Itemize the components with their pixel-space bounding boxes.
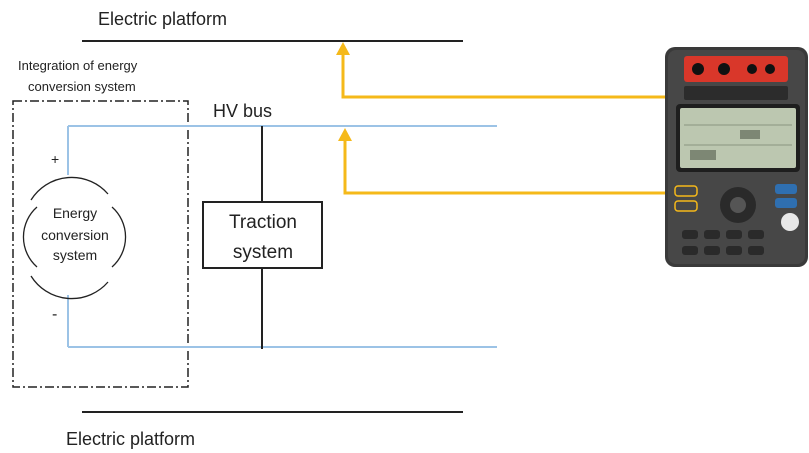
bottom-platform-label: Electric platform <box>66 429 195 449</box>
integration-label-line2: conversion system <box>28 79 136 94</box>
energy-conversion-symbol <box>22 176 127 300</box>
plus-sign: + <box>51 151 59 167</box>
integration-label-line1: Integration of energy <box>18 58 138 73</box>
minus-sign: - <box>52 306 57 323</box>
top-platform-label: Electric platform <box>98 9 227 29</box>
insulation-tester-icon <box>665 47 808 267</box>
arrow-head-platform <box>336 42 350 55</box>
energy-label-line3: system <box>53 247 97 263</box>
traction-label-line1: Traction <box>229 212 297 233</box>
hv-bus-label: HV bus <box>213 101 272 121</box>
arrow-head-hv-bus <box>338 128 352 141</box>
energy-label-line2: conversion <box>41 227 109 243</box>
probe-lead-platform <box>341 46 710 99</box>
traction-label-line2: system <box>233 242 293 263</box>
traction-system-box <box>202 201 323 269</box>
energy-label-line1: Energy <box>53 205 97 221</box>
integration-dashed-box <box>12 100 189 388</box>
